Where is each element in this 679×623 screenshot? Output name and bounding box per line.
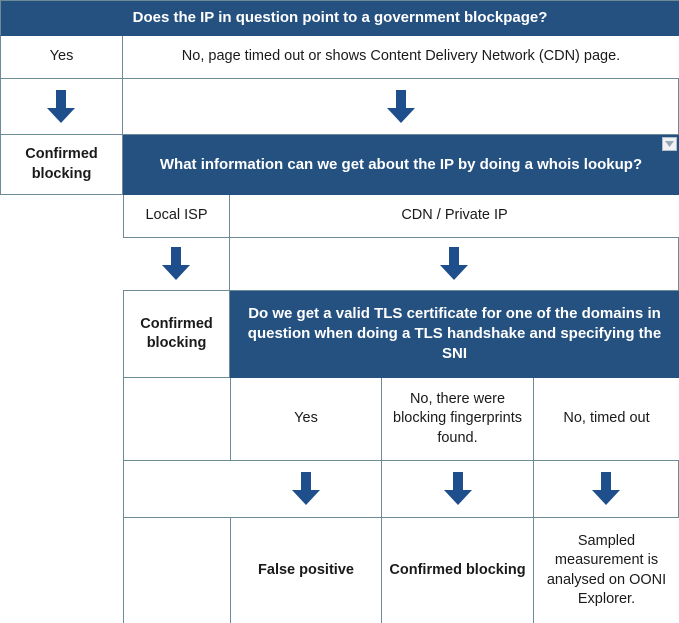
down-arrow-icon <box>291 472 320 505</box>
left-outer-border <box>0 36 1 195</box>
level1-arrow-no-cell <box>123 79 679 135</box>
level3-answer-yes-text: Yes <box>294 410 318 427</box>
level1-answer-no-cell: No, page timed out or shows Content Deli… <box>123 36 679 79</box>
level2-answer-cdn-cell: CDN / Private IP <box>230 195 679 238</box>
root-question-text: Does the IP in question point to a gover… <box>132 9 548 27</box>
level3-outcome-timeout-text: Sampled measurement is analysed on OONI … <box>546 533 667 607</box>
level2-next-question-cell: Do we get a valid TLS certificate for on… <box>230 291 679 378</box>
level3-answer-fingerprints-cell: No, there were blocking fingerprints fou… <box>382 378 534 461</box>
level2-arrow-local-isp-cell <box>123 238 230 291</box>
level2-outcome-local-isp-text: Confirmed blocking <box>140 315 213 351</box>
down-arrow-icon <box>443 472 472 505</box>
level2-answer-local-isp-text: Local ISP <box>145 207 208 224</box>
level1-answer-yes-text: Yes <box>49 48 74 65</box>
level3-arrow-timeout-cell <box>534 461 679 518</box>
level1-answer-yes-cell: Yes <box>0 36 123 79</box>
level2-answer-cdn-text: CDN / Private IP <box>401 207 508 224</box>
level3-outcome-timeout-cell: Sampled measurement is analysed on OONI … <box>534 518 679 623</box>
level1-outcome-yes-cell: Confirmed blocking <box>0 135 123 195</box>
level3-answer-fingerprints-text: No, there were blocking fingerprints fou… <box>393 391 522 446</box>
level1-next-question-cell: What information can we get about the IP… <box>123 135 679 195</box>
down-arrow-icon <box>440 247 468 280</box>
level3-spacer-cell-arrows <box>123 461 230 518</box>
level3-answer-yes-cell: Yes <box>230 378 382 461</box>
down-arrow-icon <box>162 247 190 280</box>
down-arrow-icon <box>592 472 620 505</box>
level3-spacer-cell-answers <box>123 378 230 461</box>
down-arrow-icon <box>47 89 75 123</box>
chevron-down-icon <box>665 140 674 147</box>
level3-answer-timeout-cell: No, timed out <box>534 378 679 461</box>
level3-spacer-cell-outcomes <box>123 518 230 623</box>
level3-outcome-fingerprints-cell: Confirmed blocking <box>382 518 534 623</box>
level3-answer-timeout-text: No, timed out <box>563 410 650 427</box>
chevron-down-icon-button[interactable] <box>662 137 677 151</box>
level3-outcome-yes-cell: False positive <box>230 518 382 623</box>
level3-outcome-fingerprints-text: Confirmed blocking <box>389 561 526 578</box>
level2-arrow-cdn-cell <box>230 238 679 291</box>
level1-arrow-yes-cell <box>0 79 123 135</box>
level1-answer-no-text: No, page timed out or shows Content Deli… <box>181 48 621 65</box>
level3-arrow-yes-cell <box>230 461 382 518</box>
level2-outcome-local-isp-cell: Confirmed blocking <box>123 291 230 378</box>
level2-answer-local-isp-cell: Local ISP <box>123 195 230 238</box>
level3-outcome-yes-text: False positive <box>258 561 354 578</box>
root-question-cell: Does the IP in question point to a gover… <box>0 0 679 36</box>
level2-next-question-text: Do we get a valid TLS certificate for on… <box>247 305 662 362</box>
level3-arrow-fingerprints-cell <box>382 461 534 518</box>
level1-next-question-text: What information can we get about the IP… <box>159 155 643 173</box>
down-arrow-icon <box>386 89 415 123</box>
level1-outcome-yes-text: Confirmed blocking <box>25 146 98 182</box>
